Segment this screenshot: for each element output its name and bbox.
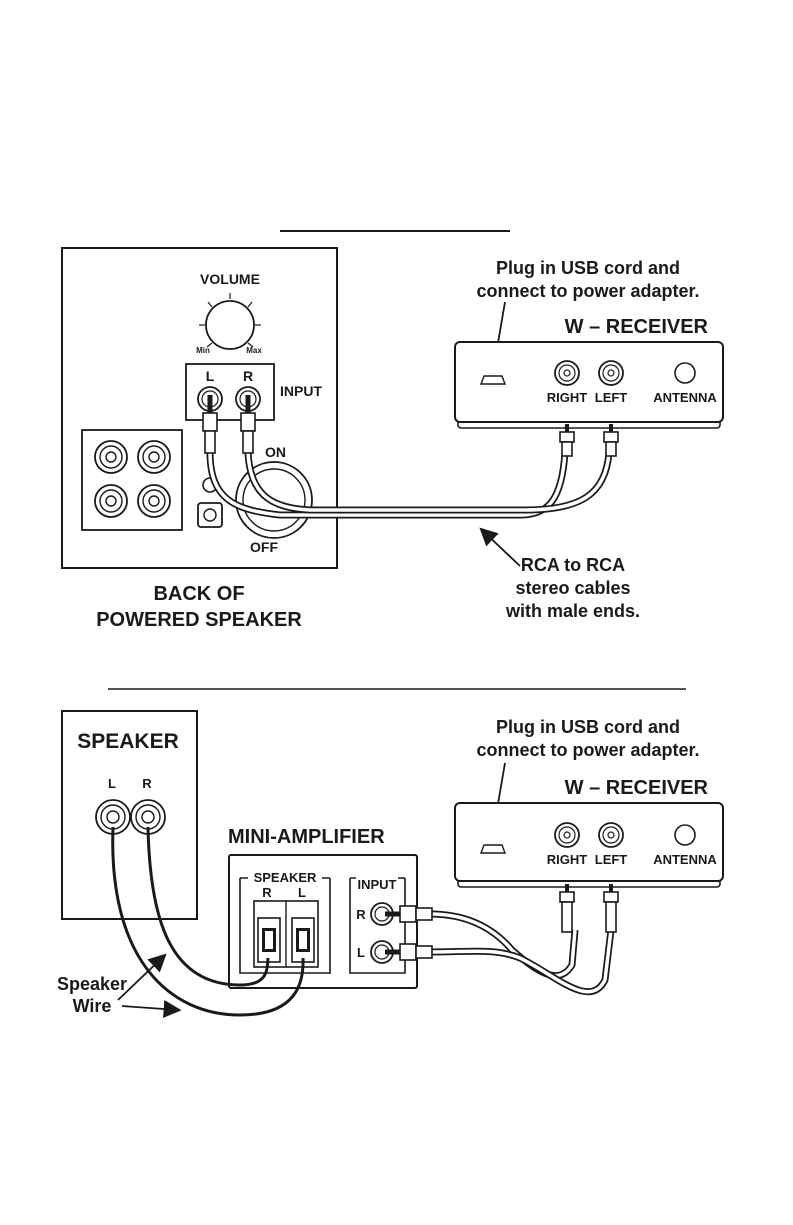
amp-input-label: INPUT (358, 877, 397, 892)
amp-speaker-clip-r[interactable] (257, 917, 281, 963)
passive-speaker-l-label: L (108, 776, 116, 791)
input-r-label: R (243, 368, 253, 384)
passive-speaker-r-label: R (142, 776, 152, 791)
passive-speaker-title: SPEAKER (77, 730, 179, 753)
cable-note-line3: with male ends. (505, 601, 640, 621)
volume-label: VOLUME (200, 271, 260, 287)
usb-port-bottom[interactable] (479, 844, 507, 854)
input-label: INPUT (280, 383, 322, 399)
speaker-wire-arrow-1 (117, 953, 167, 1001)
passive-speaker-terminal-r[interactable] (130, 799, 166, 835)
speaker-caption-line1: BACK OF (153, 583, 244, 605)
rca-plug-receiver-bottom-left (603, 884, 619, 933)
receiver-bottom: RIGHT LEFT ANTENNA (454, 802, 724, 888)
receiver-bottom-left-label: LEFT (595, 852, 628, 867)
cable-note-line2: stereo cables (515, 578, 630, 598)
receiver-bottom-right-jack[interactable] (554, 822, 580, 848)
usb-note-bottom-line1: Plug in USB cord and (496, 717, 680, 737)
receiver-top-left-jack[interactable] (598, 360, 624, 386)
amp-input-l-label: L (357, 945, 365, 960)
usb-note-bottom-line2: connect to power adapter. (476, 740, 699, 760)
receiver-top-antenna (674, 362, 696, 384)
cable-note-arrow (479, 527, 521, 567)
rca-plug-speaker-l (202, 395, 218, 454)
mini-amp-title: MINI-AMPLIFIER (228, 826, 385, 848)
power-button[interactable] (197, 502, 223, 528)
rca-plug-receiver-bottom-right (559, 884, 575, 933)
volume-max-label: Max (246, 346, 262, 355)
rca-plug-receiver-right (559, 424, 575, 457)
powered-speaker-back-panel: VOLUME Min Max L R INPUT (61, 247, 338, 569)
receiver-bottom-antenna-label: ANTENNA (653, 852, 717, 867)
usb-note-top-line1: Plug in USB cord and (496, 258, 680, 278)
rca-cable-top (206, 451, 613, 519)
receiver-bottom-antenna (674, 824, 696, 846)
receiver-bottom-left-jack[interactable] (598, 822, 624, 848)
speaker-wire-arrow-2 (121, 999, 182, 1018)
amp-speaker-clip-l[interactable] (291, 917, 315, 963)
speaker-wire-pair (111, 826, 305, 1017)
input-l-label: L (206, 368, 215, 384)
receiver-top-right-label: RIGHT (547, 390, 588, 405)
speaker-caption-line2: POWERED SPEAKER (96, 609, 302, 631)
receiver-top: RIGHT LEFT ANTENNA (454, 341, 724, 429)
passive-speaker: SPEAKER L R (61, 710, 198, 920)
receiver-bottom-title: W – RECEIVER (565, 777, 709, 799)
usb-note-top-line2: connect to power adapter. (476, 281, 699, 301)
receiver-top-left-label: LEFT (595, 390, 628, 405)
amp-speaker-l-label: L (298, 885, 306, 900)
volume-knob[interactable] (199, 293, 261, 350)
amp-speaker-r-label: R (262, 885, 272, 900)
speaker-binding-posts (81, 429, 183, 531)
switch-on-label: ON (265, 444, 286, 460)
volume-min-label: Min (196, 346, 210, 355)
rca-cable-bottom (429, 910, 615, 996)
rca-plug-amp-l (385, 943, 433, 961)
receiver-top-antenna-label: ANTENNA (653, 390, 717, 405)
amp-input-jack-r[interactable] (370, 902, 394, 926)
cable-note-line1: RCA to RCA (521, 555, 625, 575)
rca-plug-amp-r (385, 905, 433, 923)
amp-input-r-label: R (356, 907, 366, 922)
receiver-top-right-jack[interactable] (554, 360, 580, 386)
switch-off-label: OFF (250, 539, 278, 555)
speaker-wire-label-line1: Speaker (57, 974, 127, 994)
speaker-wire-label-line2: Wire (73, 996, 112, 1016)
receiver-bottom-right-label: RIGHT (547, 852, 588, 867)
rca-plug-speaker-r (240, 395, 256, 454)
power-switch-ring[interactable] (235, 461, 313, 539)
usb-port-top[interactable] (479, 375, 507, 385)
amp-speaker-label: SPEAKER (254, 870, 317, 885)
mini-amplifier: SPEAKER R L INPUT R L (228, 854, 418, 989)
receiver-top-title: W – RECEIVER (565, 316, 709, 338)
rca-plug-receiver-left (603, 424, 619, 457)
